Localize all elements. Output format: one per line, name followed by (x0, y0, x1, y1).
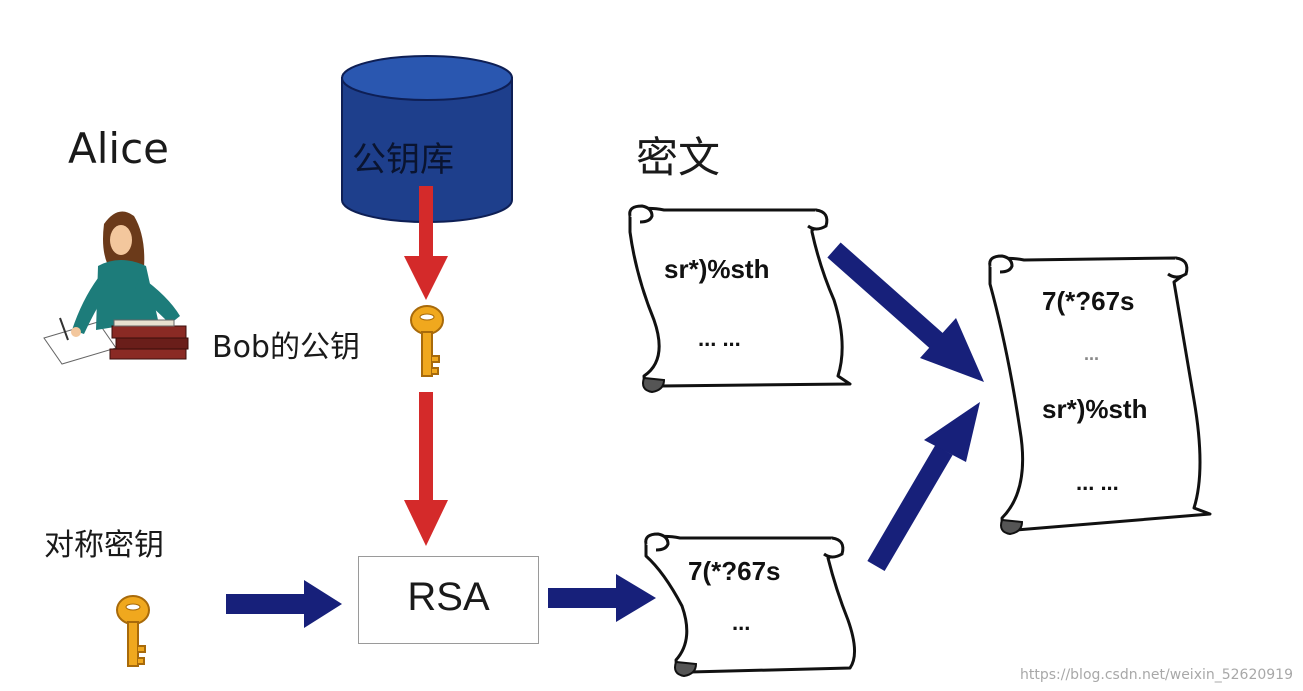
scroll-combined-icon (988, 254, 1212, 536)
blue-arrow-bottom-to-combined-icon (867, 402, 980, 572)
scroll-top-line2: ... ... (698, 326, 741, 351)
red-arrow-db-to-key-icon (404, 186, 448, 300)
blue-arrow-rsa-to-scroll-icon (548, 574, 656, 622)
scroll-bottom-icon (644, 532, 856, 678)
database-icon (341, 55, 513, 223)
symmetric-key-icon (116, 595, 150, 667)
public-key-db-label: 公钥库 (352, 140, 454, 180)
bob-key-icon (410, 305, 444, 377)
red-arrow-key-to-rsa-icon (404, 392, 448, 546)
ciphertext-label: 密文 (636, 133, 721, 182)
rsa-box: RSA (358, 556, 539, 644)
watermark: https://blog.csdn.net/weixin_52620919 (1019, 667, 1293, 683)
blue-arrow-top-to-combined-icon (827, 242, 984, 382)
symmetric-key-label: 对称密钥 (44, 528, 164, 563)
scroll-combined-line2: ... (1084, 344, 1100, 364)
person-writing-icon (43, 211, 189, 365)
rsa-label: RSA (407, 575, 490, 619)
scroll-combined-line3: sr*)%sth (1042, 394, 1148, 424)
scroll-top-icon (628, 204, 852, 394)
scroll-combined-line4: ... ... (1076, 470, 1119, 495)
scroll-bottom-line2: ... (732, 610, 751, 635)
scroll-bottom-line1: 7(*?67s (688, 556, 781, 586)
bob-public-key-label: Bob的公钥 (212, 330, 360, 365)
scroll-top-line1: sr*)%sth (664, 254, 770, 284)
scroll-combined-line1: 7(*?67s (1042, 286, 1135, 316)
blue-arrow-key-to-rsa-icon (226, 580, 342, 628)
alice-label: Alice (68, 124, 170, 173)
